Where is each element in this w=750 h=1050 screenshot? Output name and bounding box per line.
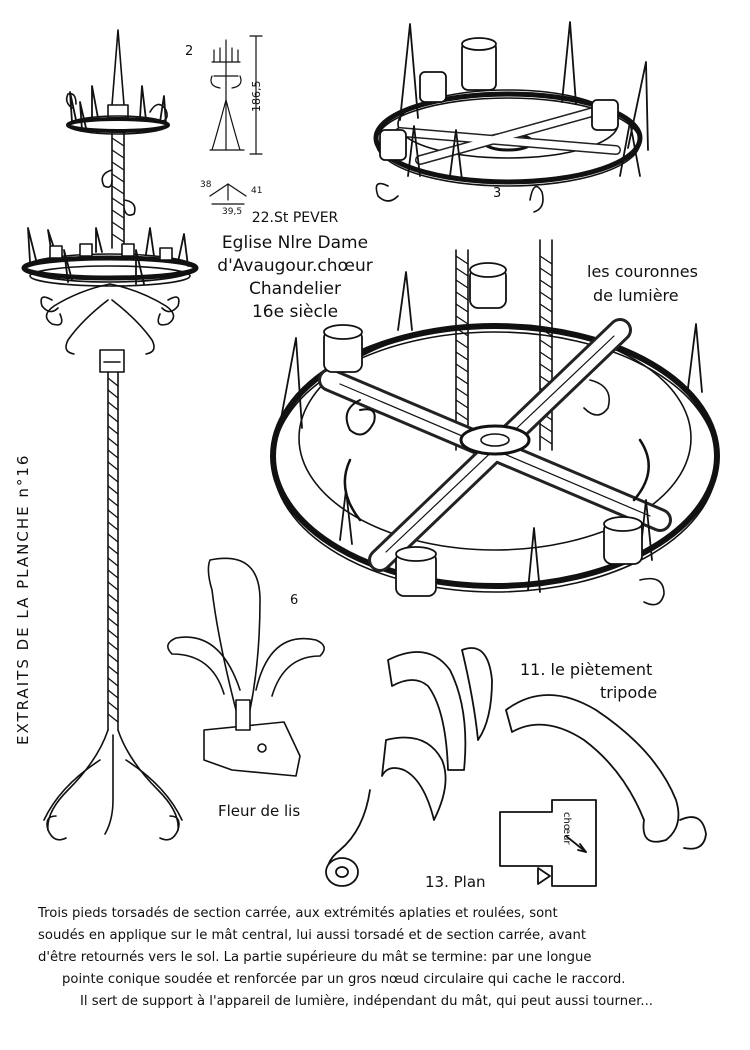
plan-drawing — [499, 799, 597, 887]
figure-number-6: 6 — [290, 593, 299, 608]
label-plan: 13. Plan — [425, 873, 486, 891]
side-title: EXTRAITS DE LA PLANCHE n°16 — [14, 453, 32, 745]
location-line-5: 16e siècle — [251, 302, 339, 322]
location-line-4: Chandelier — [249, 279, 341, 299]
height-dimension: 186,5 — [250, 80, 263, 113]
caption-line: Trois pieds torsadés de section carrée, … — [38, 906, 558, 921]
dimension-base: 39,5 — [222, 207, 243, 217]
caption-line: pointe conique soudée et renforcée par u… — [62, 972, 626, 987]
label-fleur-de-lis: Fleur de lis — [218, 802, 301, 820]
tripod-feet-drawing — [325, 647, 707, 887]
figure-number-3: 3 — [493, 186, 502, 201]
caption-line: Il sert de support à l'appareil de lumiè… — [80, 994, 653, 1009]
caption-line: d'être retournés vers le sol. La partie … — [38, 950, 592, 965]
dimension-right: 41 — [251, 186, 263, 196]
figure-number-2: 2 — [185, 44, 194, 59]
location-line-1: 22.St PEVER — [251, 210, 339, 226]
label-couronnes-2: de lumière — [593, 286, 679, 305]
candlestick-drawing — [21, 29, 199, 841]
location-line-3: d'Avaugour.chœur — [217, 256, 373, 276]
light-crowns-drawing — [270, 21, 720, 606]
location-line-2: Eglise Nlre Dame — [221, 233, 369, 253]
label-pietement-1: 11. le piètement — [520, 660, 653, 679]
label-choeur: chœur — [561, 812, 572, 845]
label-couronnes-1: les couronnes — [587, 262, 698, 281]
elevation-sketch — [209, 35, 263, 205]
dimension-left: 38 — [200, 180, 212, 190]
label-pietement-2: tripode — [600, 683, 658, 702]
fleur-de-lis-drawing — [167, 557, 325, 777]
caption-line: soudés en applique sur le mât central, l… — [38, 928, 587, 943]
